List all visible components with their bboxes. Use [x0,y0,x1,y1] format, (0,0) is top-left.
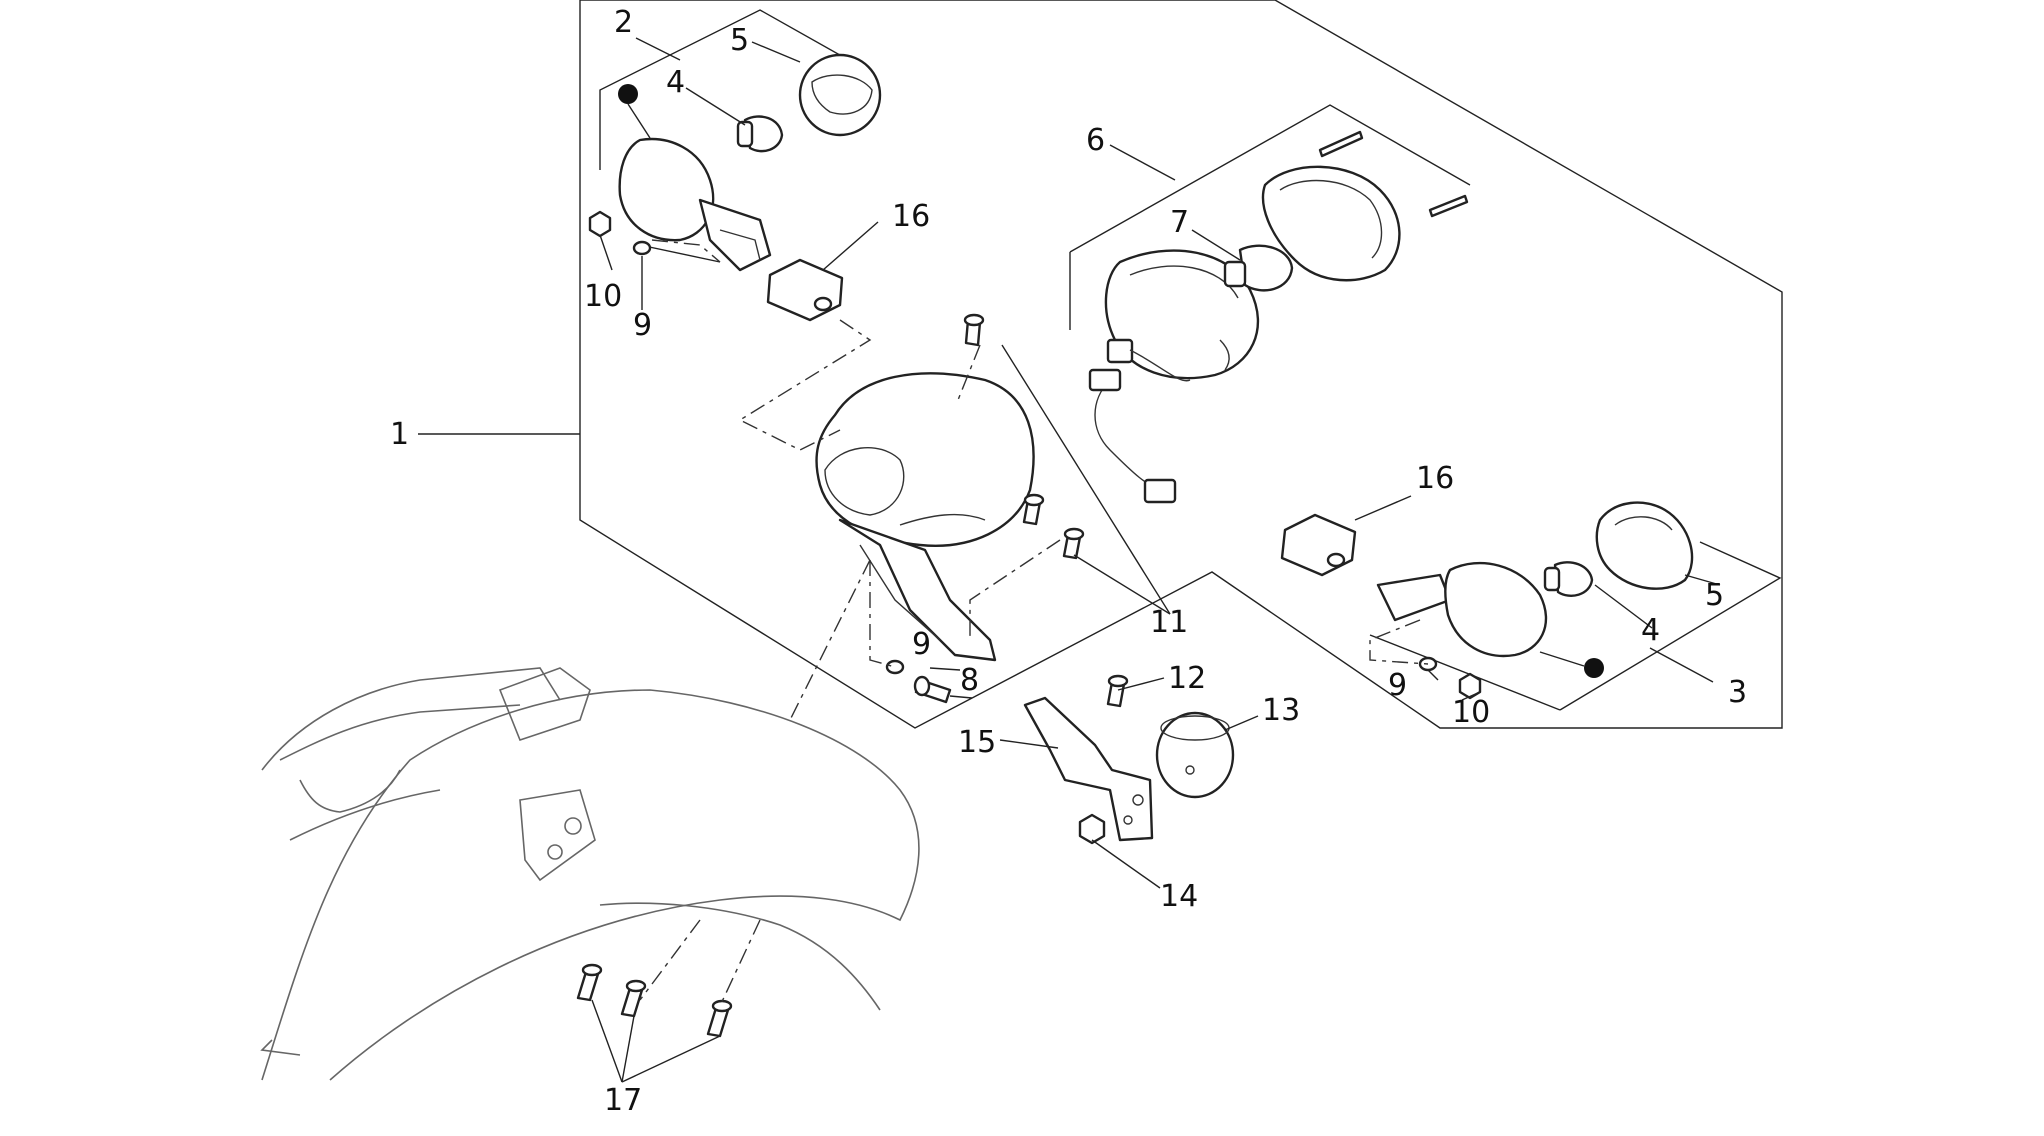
reflector-13 [1155,711,1235,799]
spacer-16-left [766,258,844,322]
nut-14 [1078,813,1106,845]
callout-2: 2 [614,5,633,40]
bulb-7 [1223,244,1294,292]
callout-3: 3 [1728,675,1747,710]
callout-11: 11 [1150,605,1188,640]
callout-13: 13 [1262,693,1300,728]
assembly-frame-3 [1369,541,1782,711]
lens-5-right [1595,501,1694,590]
callout-15: 15 [958,725,996,760]
assembly-frame-2 [599,9,871,263]
callout-9-center: 9 [912,627,931,662]
assembly-frame-6 [1069,104,1471,330]
callout-17: 17 [604,1083,642,1118]
callout-1: 1 [390,417,409,452]
bolt-8 [913,675,952,704]
callout-9-left: 9 [633,308,652,343]
screw-lens-side [1428,194,1469,218]
callout-16-left: 16 [892,199,930,234]
bulb-4-left [736,115,784,153]
mounting-dot-icon [618,84,638,104]
bracket-15 [1023,696,1154,842]
spacer-16-right [1280,513,1357,577]
callout-8: 8 [960,663,979,698]
nut-10-left [588,210,612,238]
callout-7: 7 [1170,205,1189,240]
tail-lamp-lens [1261,165,1401,282]
turn-signal-left [618,84,772,272]
tail-lamp-reflector [1104,249,1260,380]
screw-12 [1106,674,1129,708]
screw-lens-top [1318,130,1364,158]
assembly-dash-lines [639,239,1429,1007]
bulb-4-right [1543,561,1594,597]
mounting-dot-icon-right [1584,658,1604,678]
tail-lamp-wiring [1088,338,1191,504]
washer-9-left [632,240,652,256]
callout-10-right: 10 [1452,695,1490,730]
callout-5-left: 5 [730,23,749,58]
callout-9-right: 9 [1388,668,1407,703]
callout-10-left: 10 [584,279,622,314]
callouts: 1 2 3 4 4 5 5 6 7 8 9 9 9 10 10 11 12 13… [390,5,1747,1118]
callout-12: 12 [1168,661,1206,696]
callout-5-right: 5 [1705,578,1724,613]
tail-light-housing [815,372,1035,662]
callout-14: 14 [1160,879,1198,914]
callout-6: 6 [1086,123,1105,158]
callout-4-left: 4 [666,65,685,100]
leader-lines [418,37,1721,1083]
callout-4-right: 4 [1641,613,1660,648]
assembly-frame-1 [579,0,1783,729]
lens-5-left [798,53,882,137]
rear-fender [260,667,920,1081]
callout-16-right: 16 [1416,461,1454,496]
turn-signal-right [1376,562,1604,678]
screw-11 [963,313,1085,560]
washer-9-center [885,659,905,675]
